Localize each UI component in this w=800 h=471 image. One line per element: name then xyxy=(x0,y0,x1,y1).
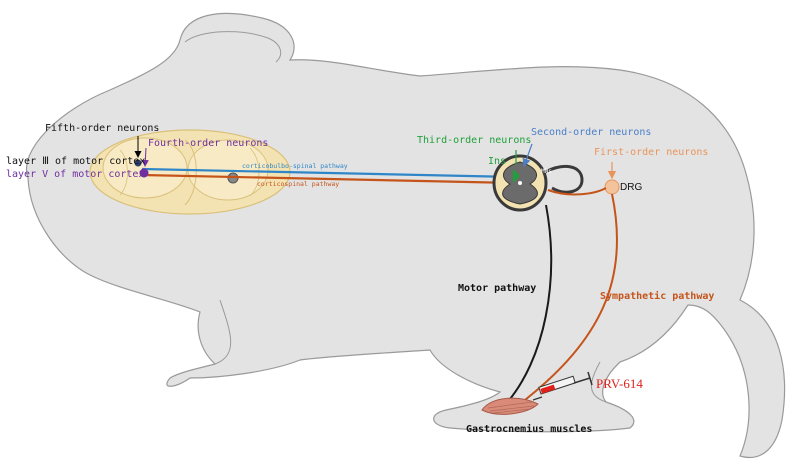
mouse-ear xyxy=(184,31,282,63)
prv-614-label: PRV-614 xyxy=(596,376,643,391)
corticospinal-pathway-label: corticospinal pathway xyxy=(257,180,340,188)
drg-to-cord-connection xyxy=(547,187,607,196)
layer-iii-label: layer Ⅲ of motor cortex xyxy=(6,156,146,167)
second-order-arrow xyxy=(522,143,533,168)
fourth-order-neuron-dot xyxy=(139,168,149,178)
third-order-neuron-marker xyxy=(513,169,520,183)
layer-v-label: layer V of motor cortex xyxy=(6,169,145,180)
drg-label: DRG xyxy=(620,182,643,193)
sympathetic-pathway-line xyxy=(524,193,619,401)
gastrocnemius-muscle xyxy=(481,397,539,415)
syringe-icon xyxy=(532,371,593,401)
sympathetic-pathway-label: Sympathetic pathway xyxy=(600,291,715,302)
fifth-order-neurons-label: Fifth-order neurons xyxy=(45,123,160,134)
spinal-cord-cross-section xyxy=(492,154,584,212)
third-order-neurons-label: Third-order neurons xyxy=(417,135,532,146)
second-order-neurons-label: Second-order neurons xyxy=(531,127,652,138)
mouse-hind-leg-detail xyxy=(590,361,607,403)
motor-pathway-line xyxy=(504,204,553,406)
fourth-order-arrow xyxy=(141,147,149,167)
fifth-order-neuron-dot xyxy=(134,159,142,167)
mns-label: MNs xyxy=(541,168,552,175)
gastrocnemius-muscles-label: Gastrocnemius muscles xyxy=(466,424,593,435)
mouse-body-silhouette xyxy=(25,12,786,458)
motor-pathway-label: Motor pathway xyxy=(458,283,537,294)
ins-label: Ins xyxy=(488,156,507,167)
corticospinal-pathway-line xyxy=(141,173,516,185)
mouse-front-leg xyxy=(214,299,232,365)
corticobulbo-spinal-pathway-line xyxy=(141,167,516,179)
first-order-neurons-label: First-order neurons xyxy=(594,147,709,158)
corticobulbo-spinal-pathway-label: corticobulbo-spinal pathway xyxy=(242,162,348,170)
fourth-order-neurons-label: Fourth-order neurons xyxy=(148,138,269,149)
drg-first-order-neuron xyxy=(604,179,620,195)
